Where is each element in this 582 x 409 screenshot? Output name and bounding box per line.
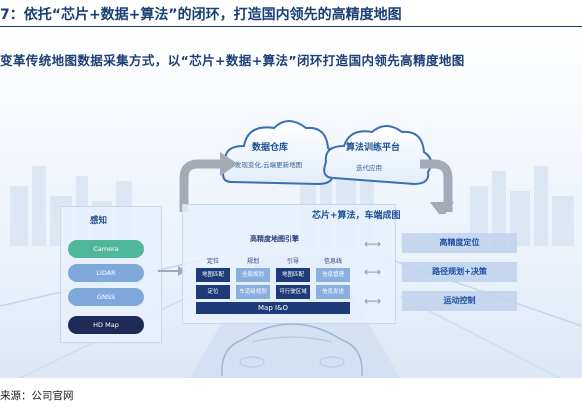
engine-cell: 信息管理 bbox=[316, 268, 350, 282]
hd-map-pill: HD Map bbox=[68, 316, 144, 334]
cloud-left-title: 数据仓库 bbox=[252, 143, 289, 153]
cloud-left-subtitle: 发现变化,云端更新地图 bbox=[235, 161, 303, 169]
platform-title: 芯片+算法，车端成图 bbox=[312, 211, 401, 221]
double-arrow-icon: ⟷ bbox=[364, 237, 382, 251]
engine-cell: 车道级规划 bbox=[236, 285, 270, 299]
sensor-gnss: GNSS bbox=[68, 288, 144, 306]
figure-panel: 变革传统地图数据采集方式，以“芯片+数据+算法”闭环打造国内领先高精度地图 bbox=[0, 28, 582, 378]
engine-cell: 可行驶区域 bbox=[276, 285, 310, 299]
cloud-right-subtitle: 迭代应用 bbox=[356, 164, 382, 172]
double-arrow-icon: ⟷ bbox=[364, 265, 382, 279]
sensor-camera: Camera bbox=[68, 240, 144, 258]
engine-title: 高精度地图引擎 bbox=[250, 235, 299, 243]
figure-headline: 变革传统地图数据采集方式，以“芯片+数据+算法”闭环打造国内领先高精度地图 bbox=[0, 53, 465, 68]
engine-cell: 定位 bbox=[196, 285, 230, 299]
engine-cell: 信息发送 bbox=[316, 285, 350, 299]
output-hd-positioning: 高精度定位 bbox=[402, 233, 517, 253]
double-arrow-icon: ⟷ bbox=[364, 294, 382, 308]
figure-caption: 7：依托“芯片+数据+算法”的闭环，打造国内领先的高精度地图 bbox=[0, 4, 582, 27]
source-note: 来源：公司官网 bbox=[0, 390, 74, 402]
engine-col-head: 引导 bbox=[286, 258, 299, 265]
arrow-right-icon bbox=[220, 152, 238, 176]
map-io-bar: Map I&O bbox=[196, 302, 350, 314]
output-path-planning: 路径规划+决策 bbox=[402, 262, 517, 282]
cloud-right-title: 算法训练平台 bbox=[346, 143, 401, 153]
engine-col-head: 规划 bbox=[246, 258, 259, 265]
loop-arrows bbox=[179, 152, 454, 214]
arrow-down-icon bbox=[430, 202, 454, 214]
engine-col-head: 定位 bbox=[206, 258, 219, 265]
engine-cell: 地图匹配 bbox=[196, 268, 230, 282]
engine-cell: 全局规划 bbox=[236, 268, 270, 282]
engine-col-head: 信息线 bbox=[323, 258, 342, 265]
sensing-title: 感知 bbox=[90, 216, 108, 226]
engine-cell: 地图匹配 bbox=[276, 268, 310, 282]
cloud-algorithm-platform-icon bbox=[323, 125, 433, 186]
sensor-lidar: LIDAR bbox=[68, 264, 144, 282]
output-motion-control: 运动控制 bbox=[402, 291, 517, 311]
car-icon bbox=[221, 323, 363, 377]
